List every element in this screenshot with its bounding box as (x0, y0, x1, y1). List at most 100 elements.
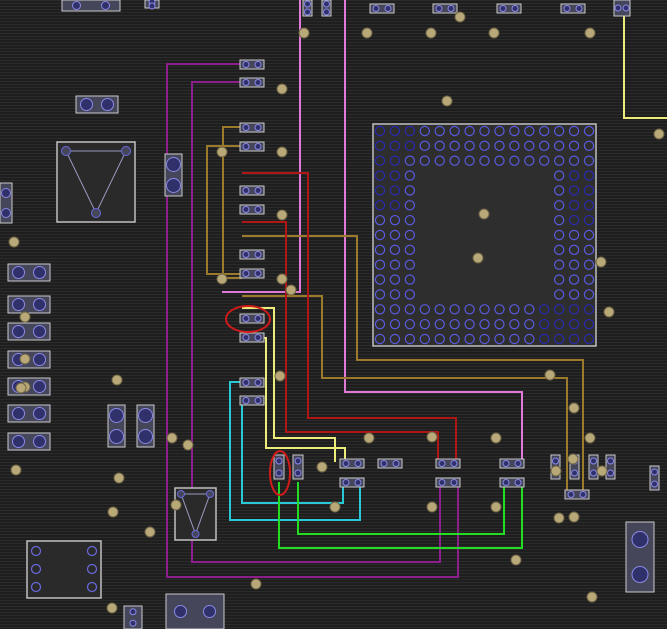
pad[interactable] (239, 141, 265, 152)
pad[interactable] (377, 458, 403, 469)
via[interactable] (19, 311, 31, 323)
pad[interactable] (339, 458, 365, 469)
pad[interactable] (239, 395, 265, 406)
via[interactable] (425, 27, 437, 39)
pad[interactable] (564, 489, 590, 500)
via[interactable] (276, 83, 288, 95)
via[interactable] (490, 432, 502, 444)
pad[interactable] (588, 454, 599, 480)
via[interactable] (490, 501, 502, 513)
via[interactable] (250, 578, 262, 590)
pad[interactable] (302, 0, 313, 17)
via[interactable] (584, 27, 596, 39)
pad[interactable] (7, 295, 51, 314)
pad[interactable] (239, 377, 265, 388)
pad[interactable] (239, 59, 265, 70)
via[interactable] (107, 506, 119, 518)
pad[interactable] (239, 204, 265, 215)
via[interactable] (603, 306, 615, 318)
pad[interactable] (435, 458, 461, 469)
pad[interactable] (625, 521, 655, 593)
via[interactable] (170, 499, 182, 511)
pad[interactable] (613, 0, 631, 17)
pad[interactable] (239, 249, 265, 260)
via[interactable] (488, 27, 500, 39)
pad[interactable] (164, 153, 183, 197)
via[interactable] (426, 431, 438, 443)
pad[interactable] (321, 0, 332, 17)
via[interactable] (298, 27, 310, 39)
via[interactable] (106, 602, 118, 614)
pad[interactable] (339, 477, 365, 488)
via[interactable] (510, 554, 522, 566)
pad[interactable] (7, 404, 51, 423)
pad[interactable] (499, 458, 525, 469)
via[interactable] (216, 273, 228, 285)
via[interactable] (426, 501, 438, 513)
pad[interactable] (165, 593, 225, 629)
via[interactable] (363, 432, 375, 444)
via[interactable] (568, 402, 580, 414)
via[interactable] (216, 146, 228, 158)
via[interactable] (568, 511, 580, 523)
pad[interactable] (7, 263, 51, 282)
via[interactable] (182, 439, 194, 451)
pad[interactable] (273, 454, 285, 480)
via[interactable] (276, 273, 288, 285)
pad[interactable] (239, 268, 265, 279)
pad[interactable] (7, 322, 51, 341)
pad[interactable] (239, 77, 265, 88)
via[interactable] (10, 464, 22, 476)
via[interactable] (596, 465, 608, 477)
via[interactable] (544, 369, 556, 381)
pad[interactable] (107, 404, 126, 448)
pad[interactable] (239, 185, 265, 196)
via[interactable] (113, 472, 125, 484)
via[interactable] (276, 146, 288, 158)
pad[interactable] (61, 0, 121, 12)
via[interactable] (361, 27, 373, 39)
pad[interactable] (123, 605, 143, 629)
via[interactable] (19, 353, 31, 365)
pad[interactable] (369, 3, 395, 14)
via[interactable] (584, 432, 596, 444)
pad[interactable] (239, 332, 265, 343)
pad[interactable] (7, 432, 51, 451)
pad[interactable] (144, 0, 160, 10)
pad[interactable] (432, 3, 458, 14)
via[interactable] (285, 284, 297, 296)
via[interactable] (454, 11, 466, 23)
pad[interactable] (649, 465, 660, 491)
via[interactable] (8, 236, 20, 248)
via[interactable] (111, 374, 123, 386)
via[interactable] (15, 382, 27, 394)
via[interactable] (567, 453, 579, 465)
via[interactable] (472, 252, 484, 264)
pad[interactable] (239, 313, 265, 324)
pad[interactable] (499, 477, 525, 488)
pad[interactable] (136, 404, 155, 448)
via[interactable] (316, 461, 328, 473)
via[interactable] (441, 95, 453, 107)
via[interactable] (586, 591, 598, 603)
pad[interactable] (605, 454, 616, 480)
via[interactable] (276, 209, 288, 221)
pad[interactable] (560, 3, 586, 14)
via[interactable] (329, 501, 341, 513)
pad[interactable] (0, 182, 13, 224)
via[interactable] (553, 512, 565, 524)
via[interactable] (653, 128, 665, 140)
pad[interactable] (292, 454, 304, 480)
via[interactable] (274, 370, 286, 382)
via[interactable] (478, 208, 490, 220)
via[interactable] (166, 432, 178, 444)
pad[interactable] (435, 477, 461, 488)
via[interactable] (144, 526, 156, 538)
pad[interactable] (239, 122, 265, 133)
pad[interactable] (7, 350, 51, 369)
pad[interactable] (75, 95, 119, 114)
via[interactable] (595, 256, 607, 268)
pad[interactable] (496, 3, 522, 14)
